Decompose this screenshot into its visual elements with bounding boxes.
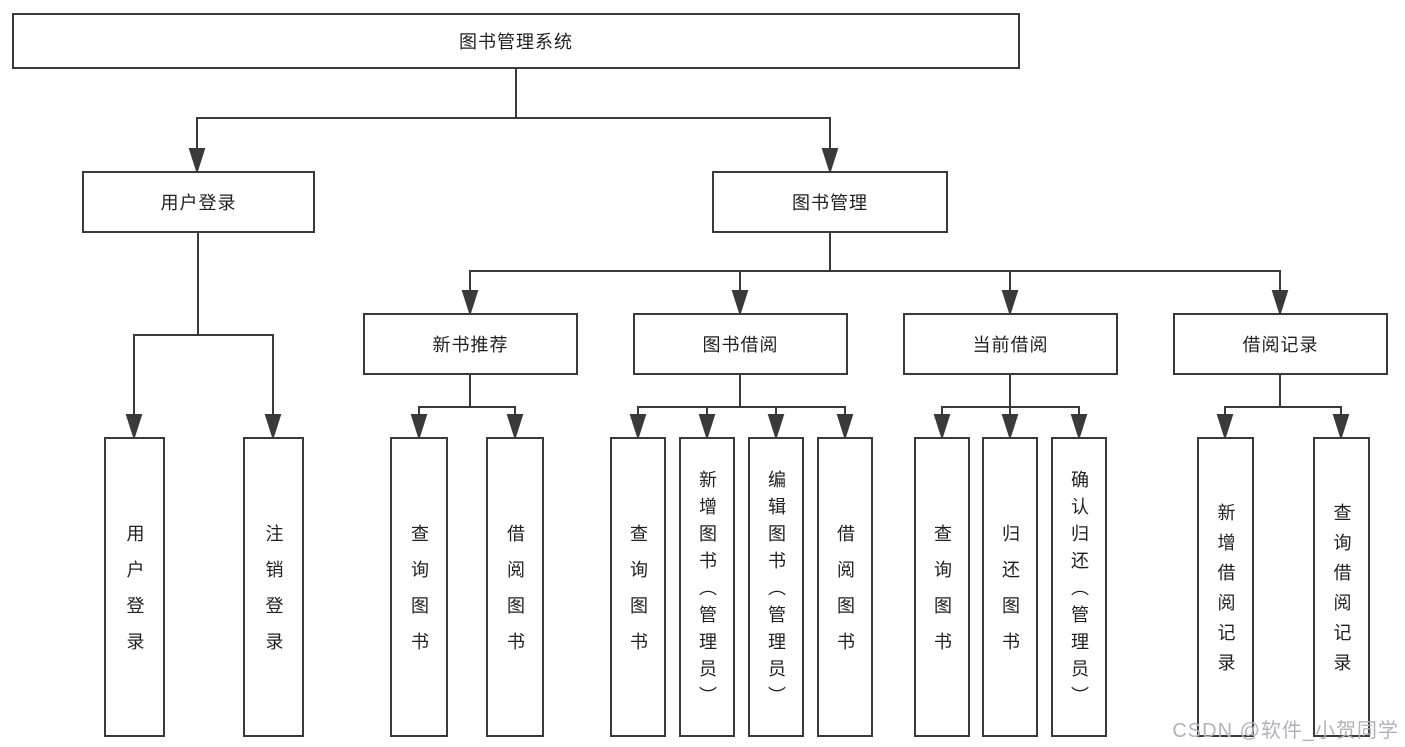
- node-library-management-system: 图书管理系统: [12, 13, 1020, 69]
- arrowhead: [731, 290, 749, 317]
- csdn-watermark: CSDN @软件_小贺同学: [1172, 720, 1399, 742]
- arrowhead: [836, 414, 854, 441]
- leaf-user-login: 用户登录: [104, 437, 165, 737]
- node-current-borrow: 当前借阅: [903, 313, 1118, 375]
- leaf-confirm-return-admin: 确认归还（管理员）: [1051, 437, 1107, 737]
- arrowhead: [821, 148, 839, 175]
- node-book-borrow: 图书借阅: [633, 313, 848, 375]
- leaf-query-books-recommend: 查询图书: [390, 437, 448, 737]
- leaf-edit-books-admin: 编辑图书（管理员）: [748, 437, 804, 737]
- leaf-return-books: 归还图书: [982, 437, 1038, 737]
- arrowhead: [1216, 414, 1234, 441]
- leaf-query-books-current: 查询图书: [914, 437, 970, 737]
- arrowhead: [629, 414, 647, 441]
- node-borrow-record: 借阅记录: [1173, 313, 1388, 375]
- arrowhead: [461, 290, 479, 317]
- arrowhead: [125, 414, 143, 441]
- leaf-query-books-borrow: 查询图书: [610, 437, 666, 737]
- arrowhead: [1332, 414, 1350, 441]
- arrowhead: [1271, 290, 1289, 317]
- arrowhead: [264, 414, 282, 441]
- node-book-management: 图书管理: [712, 171, 948, 233]
- arrowhead: [506, 414, 524, 441]
- leaf-add-books-admin: 新增图书（管理员）: [679, 437, 735, 737]
- arrowhead: [1070, 414, 1088, 441]
- arrowhead: [410, 414, 428, 441]
- node-new-book-recommend: 新书推荐: [363, 313, 578, 375]
- node-user-login: 用户登录: [82, 171, 315, 233]
- arrowhead: [698, 414, 716, 441]
- leaf-borrow-books-recommend: 借阅图书: [486, 437, 544, 737]
- arrowhead: [1001, 414, 1019, 441]
- arrowhead: [933, 414, 951, 441]
- leaf-query-borrow-record: 查询借阅记录: [1313, 437, 1370, 737]
- leaf-borrow-books: 借阅图书: [817, 437, 873, 737]
- leaf-logout: 注销登录: [243, 437, 304, 737]
- arrowhead: [1001, 290, 1019, 317]
- arrowhead: [767, 414, 785, 441]
- leaf-add-borrow-record: 新增借阅记录: [1197, 437, 1254, 737]
- arrowhead: [188, 148, 206, 175]
